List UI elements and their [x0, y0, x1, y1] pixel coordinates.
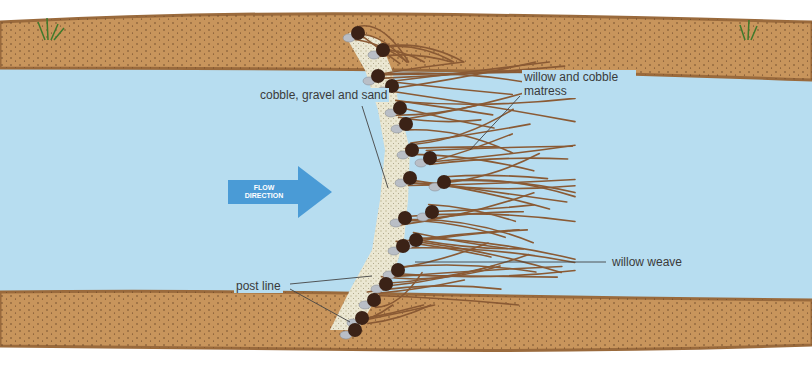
- willow-branch: [384, 45, 463, 62]
- willow-branch: [351, 39, 407, 62]
- post: [403, 171, 417, 185]
- stream-water: [0, 55, 812, 310]
- part-label: post line: [234, 279, 283, 293]
- willow-branch: [376, 55, 451, 62]
- post: [351, 26, 365, 40]
- bank-texture: [0, 14, 812, 80]
- post: [398, 211, 412, 225]
- willow-branch: [430, 158, 568, 164]
- part-label: willow weave: [610, 255, 684, 269]
- leader-lines: [290, 96, 606, 322]
- post: [393, 101, 407, 115]
- post: [348, 323, 362, 337]
- willow-branch: [432, 212, 524, 219]
- grass: [38, 18, 757, 40]
- bottom-bank: [0, 291, 812, 350]
- post: [409, 233, 423, 247]
- willow-branch: [375, 273, 422, 308]
- willow-branch: [409, 230, 528, 243]
- post: [379, 277, 393, 291]
- flow-arrow: [228, 166, 332, 218]
- willow-branch: [445, 175, 547, 178]
- willow-branch: [429, 204, 516, 221]
- post: [355, 311, 369, 325]
- part-label: cobble, gravel and sand: [258, 88, 389, 102]
- post: [425, 205, 439, 219]
- willow-branch: [359, 26, 408, 62]
- post: [437, 175, 451, 189]
- post-line: [348, 26, 451, 337]
- willow-branch: [389, 81, 512, 94]
- post: [405, 143, 419, 157]
- cobbles: [340, 34, 441, 339]
- willow-branch: [441, 180, 575, 192]
- post: [371, 69, 385, 83]
- post: [391, 263, 405, 277]
- post: [376, 43, 390, 57]
- willow-branch: [367, 305, 434, 320]
- bank-texture: [0, 291, 812, 350]
- post: [399, 117, 413, 131]
- post: [396, 239, 410, 253]
- post: [423, 151, 437, 165]
- top-bank: [0, 14, 812, 80]
- part-label: willow and cobble matress: [522, 70, 636, 98]
- willow-branch: [358, 33, 400, 64]
- post: [367, 293, 381, 307]
- willow-branch: [426, 146, 572, 150]
- flow-direction-label: FLOW DIRECTION: [234, 184, 294, 200]
